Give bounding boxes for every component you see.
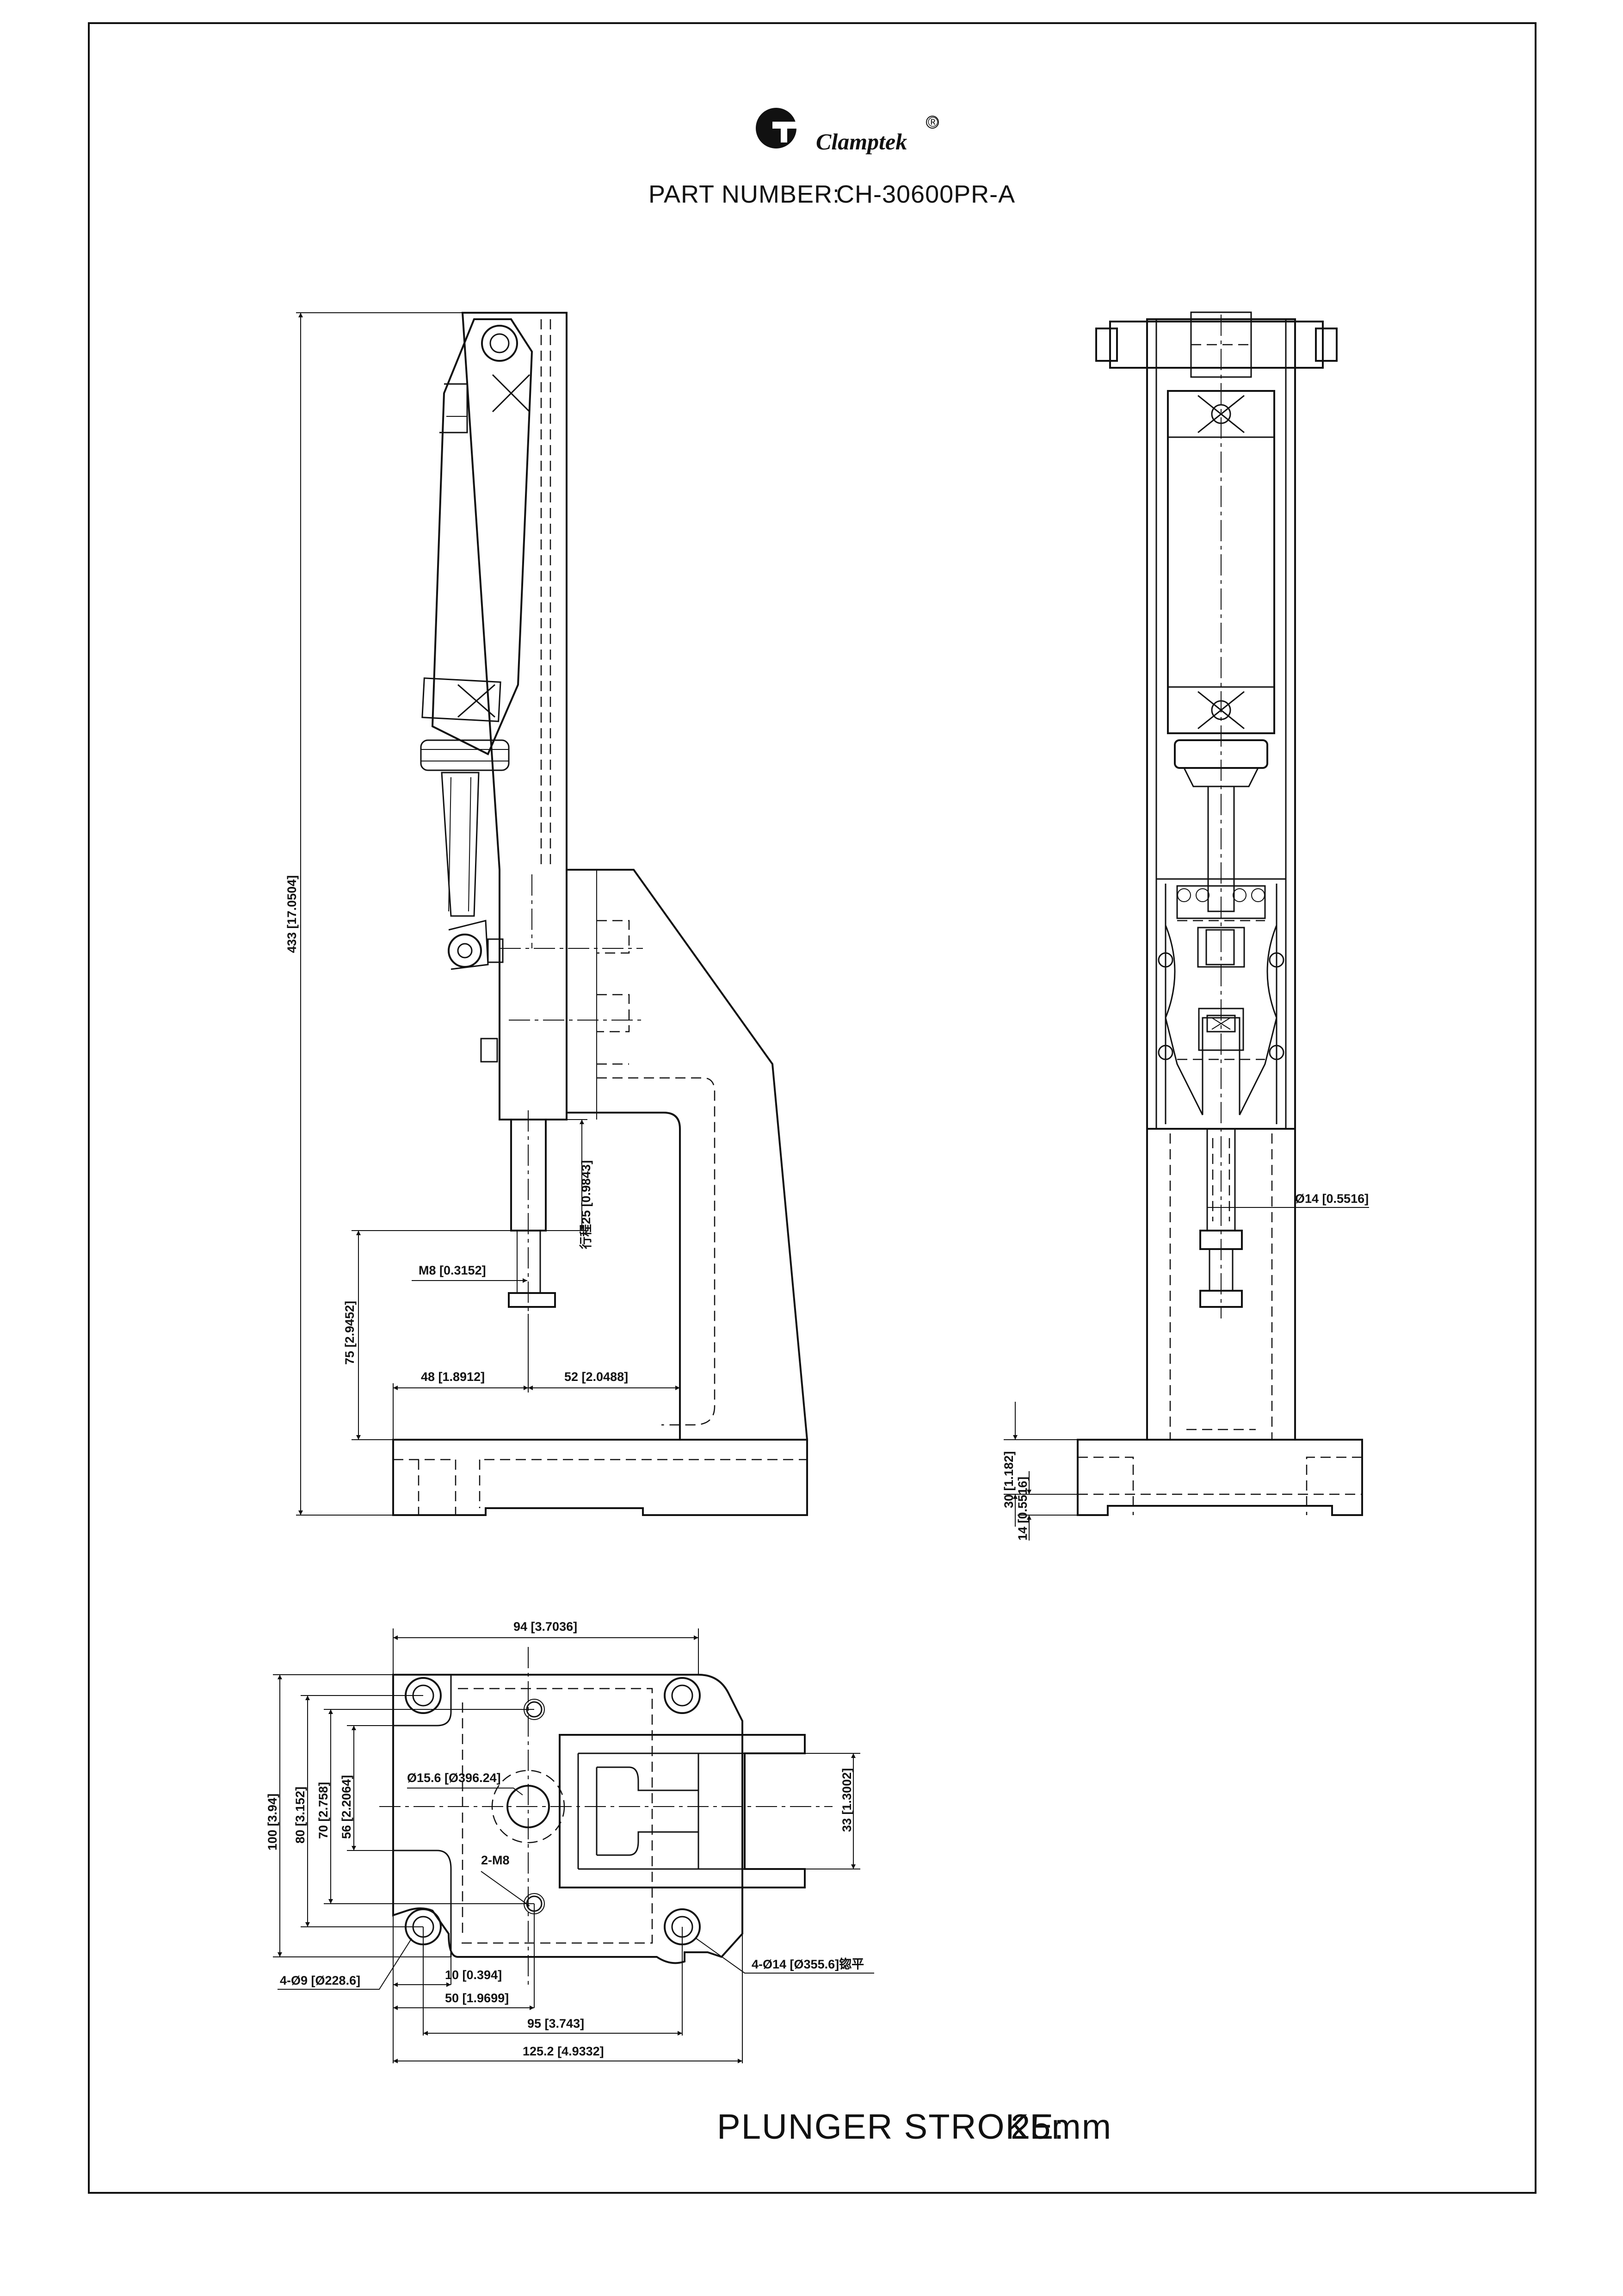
part-number-label: PART NUMBER: bbox=[648, 180, 840, 208]
stroke-value: 25mm bbox=[1011, 2107, 1112, 2147]
dim-overall-length: 125.2 [4.9332] bbox=[523, 2044, 604, 2058]
top-pivot-bolt bbox=[481, 325, 518, 362]
dim-slot: 33 [1.3002] bbox=[840, 1768, 854, 1832]
front-view: Ø14 [0.5516] 30 [1.182] 14 [0.5516] bbox=[1002, 311, 1369, 1541]
side-base bbox=[392, 1439, 808, 1516]
dim-bore: Ø15.6 [Ø396.24] bbox=[407, 1771, 501, 1785]
dim-height-56: 56 [2.2064] bbox=[339, 1775, 353, 1839]
dim-flange-height: 14 [0.5516] bbox=[1016, 1477, 1030, 1541]
dim-offset-50: 50 [1.9699] bbox=[445, 1991, 509, 2005]
dim-plunger-dia: Ø14 [0.5516] bbox=[1295, 1192, 1369, 1206]
dim-stroke: 行程25 [0.9843] bbox=[579, 1160, 593, 1250]
stroke-label: PLUNGER STROKE: bbox=[717, 2107, 1065, 2147]
dim-holes-small: 4-Ø9 [Ø228.6] bbox=[280, 1974, 360, 1987]
registered-mark: ® bbox=[928, 115, 938, 130]
dim-offset-10: 10 [0.394] bbox=[445, 1968, 502, 1982]
dim-base-height: 30 [1.182] bbox=[1002, 1451, 1016, 1508]
part-number-value: CH-30600PR-A bbox=[836, 180, 1015, 208]
dim-height-80: 80 [3.152] bbox=[293, 1787, 307, 1844]
dim-top-width: 94 [3.7036] bbox=[513, 1620, 577, 1634]
dim-throat-height: 75 [2.9452] bbox=[343, 1301, 357, 1365]
brand-logo: Clamptek ® bbox=[756, 108, 939, 155]
dim-offset-95: 95 [3.743] bbox=[527, 2017, 584, 2030]
side-frame bbox=[566, 869, 808, 1441]
dim-height-100: 100 [3.94] bbox=[265, 1794, 279, 1850]
dim-height-70: 70 [2.758] bbox=[316, 1782, 330, 1839]
dim-holes-large: 4-Ø14 [Ø355.6]锪平 bbox=[752, 1957, 864, 1971]
clevis-block bbox=[559, 1734, 806, 1888]
pneumatic-cylinder bbox=[420, 318, 533, 917]
top-view: 94 [3.7036] 100 [3.94] 80 [3.152] 70 [2.… bbox=[265, 1620, 874, 2063]
dim-reach-left: 48 [1.8912] bbox=[421, 1370, 485, 1384]
sheet-border bbox=[88, 22, 1537, 2194]
top-pin bbox=[1095, 311, 1338, 378]
side-view: 433 [17.0504] 行程25 [0.9843] M8 [0.3152] … bbox=[285, 312, 808, 1516]
lower-pivot bbox=[448, 934, 482, 968]
dim-tapped: 2-M8 bbox=[481, 1853, 510, 1867]
dim-reach-right: 52 [2.0488] bbox=[564, 1370, 628, 1384]
side-plunger bbox=[508, 1110, 556, 1314]
brand-name: Clamptek bbox=[816, 129, 907, 155]
front-plunger bbox=[1199, 315, 1243, 1318]
dim-overall-height: 433 [17.0504] bbox=[285, 875, 299, 953]
front-base bbox=[1077, 1439, 1363, 1516]
dim-thread: M8 [0.3152] bbox=[419, 1263, 486, 1277]
